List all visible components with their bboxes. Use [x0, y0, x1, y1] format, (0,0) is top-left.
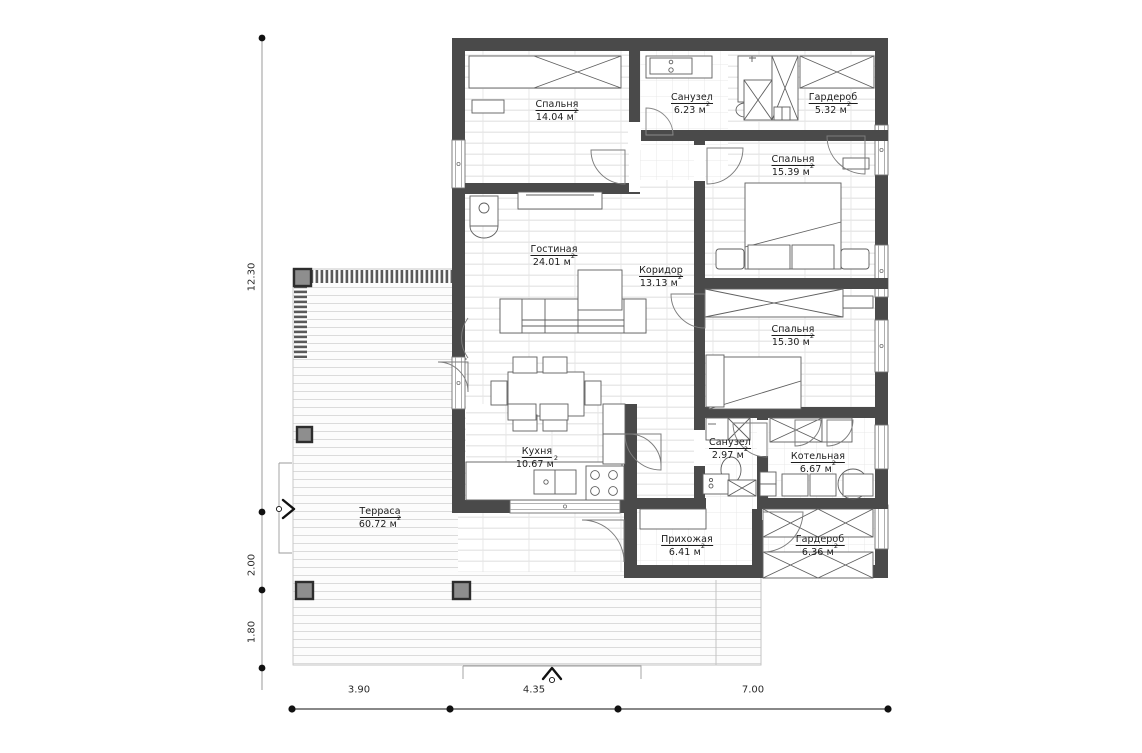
doors: [437, 107, 866, 563]
terrace-railing-top: [306, 270, 452, 283]
dimension-left-1: 12.30: [246, 262, 258, 292]
dimension-lines: [258, 34, 892, 713]
dimension-bottom-2: 4.35: [522, 684, 546, 696]
built-in-elements: [465, 55, 875, 579]
dimension-left-3: 1.80: [246, 620, 258, 644]
dimension-bottom-3: 7.00: [741, 684, 765, 696]
terrace-railing-left: [294, 283, 307, 358]
dimension-bottom-1: 3.90: [347, 684, 371, 696]
threshold-marks: [703, 568, 751, 577]
dimension-left-2: 2.00: [246, 553, 258, 577]
terrace-post: [451, 580, 472, 601]
terrace-post: [292, 267, 313, 288]
terrace-post: [294, 580, 315, 601]
terrace-post: [295, 425, 314, 444]
